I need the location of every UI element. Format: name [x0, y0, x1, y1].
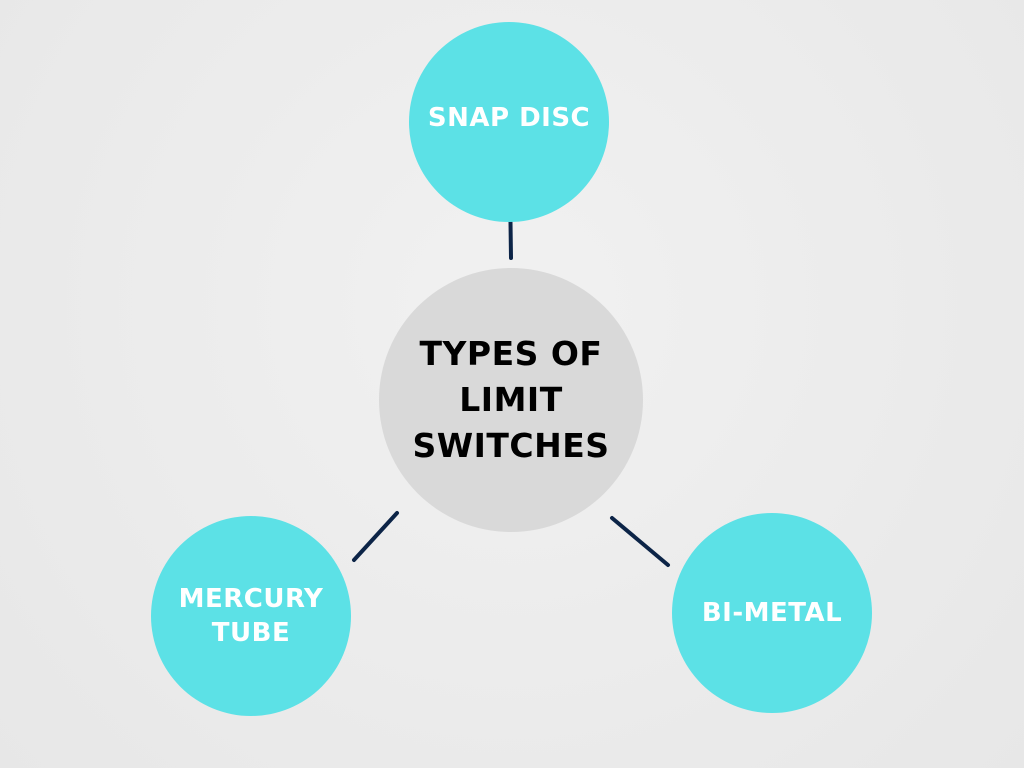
- node-mercury-tube-label: MERCURY TUBE: [178, 584, 324, 648]
- node-mercury-tube: MERCURY TUBE: [151, 516, 351, 716]
- node-bi-metal: BI-METAL: [672, 513, 872, 713]
- node-bi-metal-label: BI-METAL: [701, 598, 843, 628]
- node-snap-disc: SNAP DISC: [409, 22, 609, 222]
- connector-right: [610, 516, 670, 567]
- node-center-topic: TYPES OF LIMIT SWITCHES: [379, 268, 643, 532]
- center-topic-label: TYPES OF LIMIT SWITCHES: [412, 334, 610, 465]
- connector-left: [352, 511, 399, 562]
- node-snap-disc-label: SNAP DISC: [427, 103, 591, 133]
